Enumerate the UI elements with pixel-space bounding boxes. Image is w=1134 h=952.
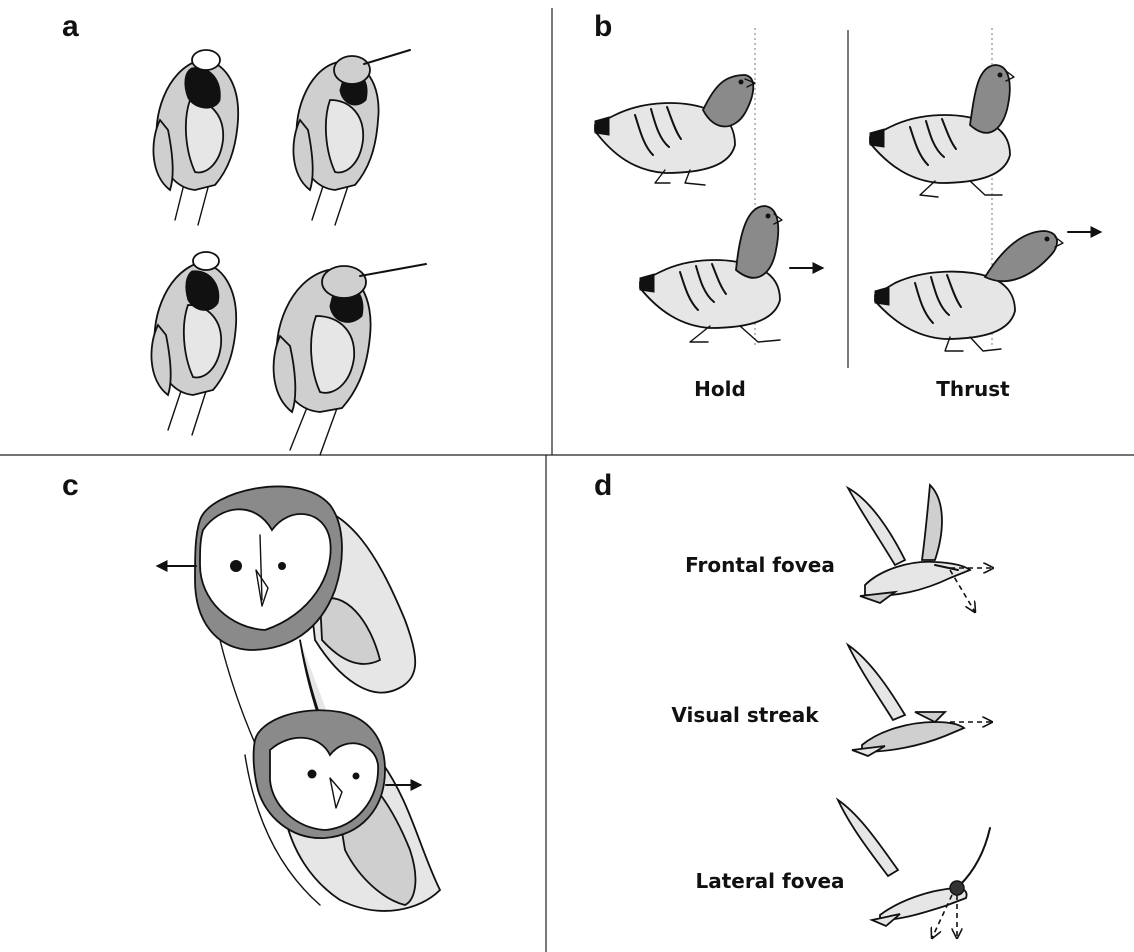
panel-label-d: d [594, 469, 612, 502]
panel-a: a [62, 10, 426, 455]
hummingbird-side-bottom [274, 264, 426, 455]
caption-thrust: Thrust [936, 377, 1010, 401]
hummingbird-front-top [153, 50, 238, 225]
caption-visual-streak: Visual streak [671, 703, 819, 727]
panel-label-a: a [62, 10, 79, 43]
hummingbird-side-top [293, 50, 410, 225]
panel-label-b: b [594, 10, 612, 43]
panel-label-c: c [62, 469, 79, 502]
hummingbird-front-bottom [151, 252, 236, 435]
panel-b: b [594, 10, 1100, 401]
pigeon-thrust-bottom [875, 231, 1063, 351]
caption-lateral-fovea: Lateral fovea [695, 869, 844, 893]
caption-hold: Hold [694, 377, 746, 401]
panel-d: d Frontal fovea Visual streak [594, 469, 993, 938]
pigeon-thrust-top [870, 65, 1014, 197]
pigeon-hold-bottom [640, 206, 782, 342]
tern-frontal [848, 485, 970, 603]
tern-streak [848, 645, 964, 756]
tern-lateral [838, 800, 990, 926]
owl-bottom [245, 710, 440, 911]
caption-frontal-fovea: Frontal fovea [685, 553, 835, 577]
panel-c: c [62, 469, 440, 911]
pigeon-hold-top [595, 75, 755, 185]
